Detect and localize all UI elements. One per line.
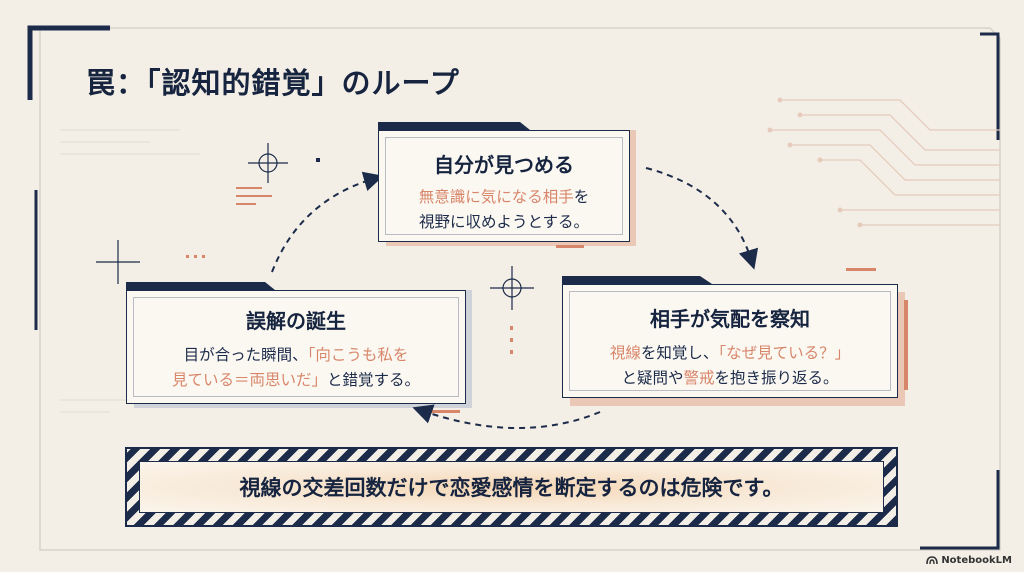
highlight-text: 「向こうも私を: [307, 346, 409, 364]
node-text-line: 無意識に気になる相手を: [379, 185, 629, 210]
node-text-line: 視野に収めようとする。: [418, 213, 590, 231]
warning-banner: 視線の交差回数だけで恋愛感情を断定するのは危険です。: [125, 447, 898, 527]
node-partner-notices: 相手が気配を察知 視線を知覚し、「なぜ見ている？」 と疑問や警戒を抱き振り返る。: [562, 284, 898, 398]
warning-banner-inner: 視線の交差回数だけで恋愛感情を断定するのは危険です。: [139, 461, 884, 513]
highlight-text: 警戒: [683, 369, 715, 387]
node-text-line: 見ている＝両思いだ」と錯覚する。: [127, 368, 465, 393]
node-heading: 誤解の誕生: [246, 309, 346, 333]
body-text: を知覚し、: [640, 344, 719, 362]
body-text: と疑問や: [621, 369, 684, 387]
highlight-text: 無意識に気になる相手: [418, 188, 574, 206]
body-text: と錯覚する。: [327, 371, 421, 389]
highlight-text: 見ている＝両思いだ」: [171, 371, 327, 389]
highlight-text: 「なぜ見ている？」: [718, 344, 851, 362]
node-text-line: 目が合った瞬間、「向こうも私を: [127, 343, 465, 368]
node-text-line: 視線を知覚し、「なぜ見ている？」: [563, 341, 897, 366]
node-heading: 相手が気配を察知: [650, 307, 810, 331]
body-text: を抱き振り返る。: [714, 369, 839, 387]
node-inner-frame: [133, 297, 459, 397]
body-text: を: [573, 188, 590, 206]
node-heading: 自分が見つめる: [434, 153, 574, 177]
warning-text: 視線の交差回数だけで恋愛感情を断定するのは危険です。: [239, 476, 784, 500]
brand-name: NotebookLM: [941, 555, 1012, 566]
brand-watermark: NotebookLM: [926, 555, 1012, 566]
node-self-gaze: 自分が見つめる 無意識に気になる相手を 視野に収めようとする。: [378, 130, 630, 242]
node-inner-frame: [385, 137, 623, 235]
highlight-text: 視線: [609, 344, 641, 362]
node-misunderstanding: 誤解の誕生 目が合った瞬間、「向こうも私を 見ている＝両思いだ」と錯覚する。: [126, 290, 466, 404]
notebook-logo-icon: [926, 556, 939, 565]
page-title: 罠：「認知的錯覚」のループ: [86, 66, 460, 100]
node-text-line: と疑問や警戒を抱き振り返る。: [563, 366, 897, 391]
body-text: 目が合った瞬間、: [183, 346, 308, 364]
node-inner-frame: [569, 291, 891, 391]
